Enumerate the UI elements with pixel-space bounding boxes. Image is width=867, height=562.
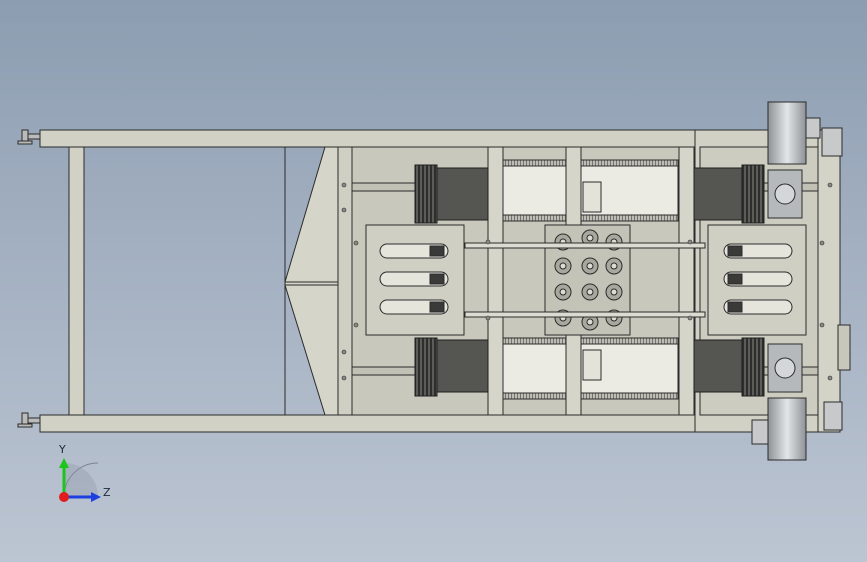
- motor-top: [767, 101, 807, 165]
- top-rail: [39, 129, 696, 148]
- shaft-upper: [464, 242, 706, 249]
- roller-tread-bl: [414, 337, 438, 397]
- cross-post-3: [678, 146, 695, 416]
- cross-post-1: [487, 146, 504, 416]
- shaft-lower: [464, 311, 706, 318]
- motor-bottom: [767, 397, 807, 461]
- leveling-foot-top: [17, 129, 41, 145]
- roller-tread-br: [741, 337, 765, 397]
- roller-tread-tl: [414, 164, 438, 224]
- hopper-chute: [284, 146, 339, 416]
- left-post: [68, 146, 85, 416]
- roller-tread-tr: [741, 164, 765, 224]
- bottom-rail: [39, 414, 696, 433]
- z-axis-label: Z: [103, 486, 111, 499]
- y-axis-label: Y: [59, 443, 66, 456]
- leveling-foot-bottom: [17, 412, 41, 428]
